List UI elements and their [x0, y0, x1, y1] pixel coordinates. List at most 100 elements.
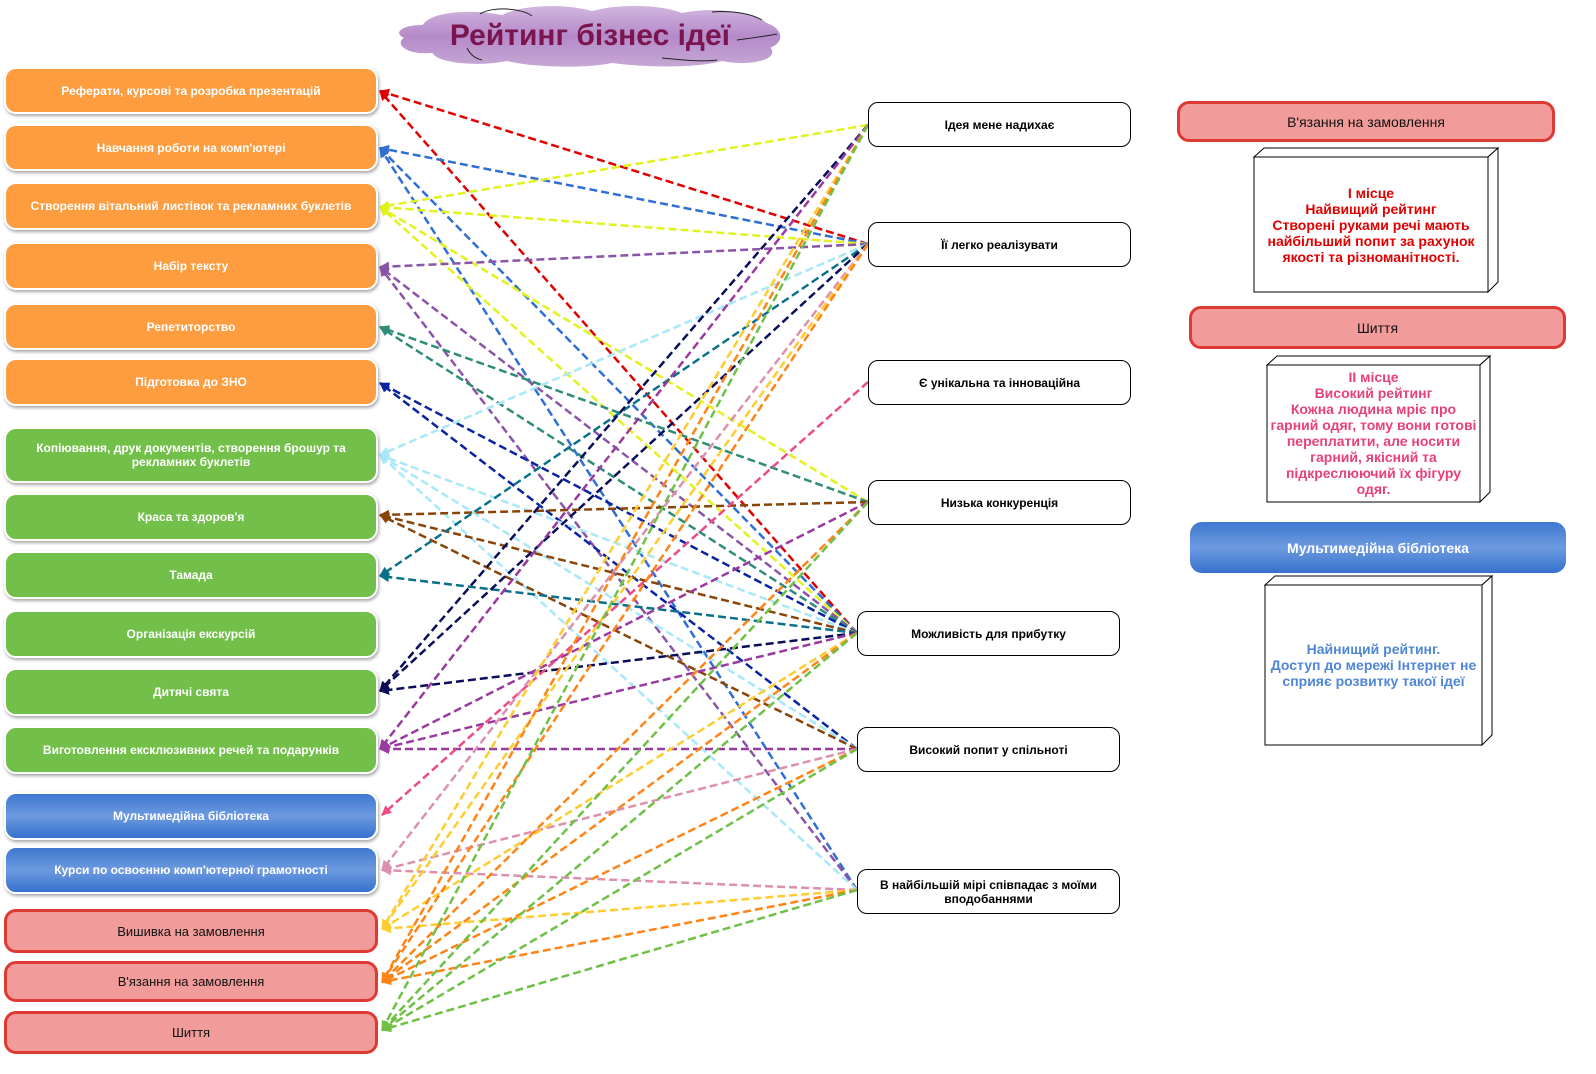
- connection-arrow: [379, 512, 858, 635]
- connection-arrow: [380, 124, 870, 983]
- criterion-profit[interactable]: Можливість для прибутку: [857, 611, 1120, 656]
- criterion-matches-preferences[interactable]: В найбільшій мірі співпадає з моїми впод…: [857, 869, 1120, 914]
- idea-label: Вишивка на замовлення: [117, 923, 265, 939]
- ranking-line: переплатити, але носити: [1286, 432, 1461, 449]
- idea-box-tamada[interactable]: Тамада: [4, 551, 378, 599]
- connection-arrow: [379, 382, 858, 750]
- connection-arrow: [379, 381, 858, 635]
- idea-box-typing[interactable]: Набір тексту: [4, 242, 378, 290]
- criterion-label: В найбільшій мірі співпадає з моїми впод…: [879, 877, 1098, 906]
- ranking-card-lowest: Найнищий рейтинг.Доступ до мережі Інтерн…: [1264, 575, 1493, 746]
- cube-frame-icon: [1264, 575, 1493, 746]
- connection-arrow: [380, 243, 870, 983]
- connection-arrow: [379, 454, 858, 891]
- connection-arrow: [381, 631, 858, 931]
- idea-label: Організація екскурсій: [126, 627, 256, 641]
- connection-arrow: [381, 243, 869, 871]
- page-title: Рейтинг бізнес ідеї: [449, 19, 731, 52]
- connection-arrow: [381, 381, 869, 816]
- connection-arrow: [379, 202, 869, 246]
- connection-arrow: [381, 631, 858, 984]
- ranking-line: гарний, якісний та: [1310, 448, 1437, 465]
- idea-box-computer-courses[interactable]: Курси по освоєнню комп'ютерної грамотнос…: [4, 846, 378, 894]
- connection-arrow: [379, 242, 869, 457]
- idea-box-exam-prep[interactable]: Підготовка до ЗНО: [4, 358, 378, 406]
- ranking-line: Створені руками речі мають: [1272, 216, 1470, 233]
- criterion-high-demand[interactable]: Високий попит у спільноті: [857, 727, 1120, 772]
- connection-arrow: [379, 631, 858, 752]
- connection-arrow: [379, 453, 858, 635]
- criterion-low-competition[interactable]: Низька конкуренція: [868, 480, 1131, 525]
- ranking-line: Найвищий рейтинг: [1305, 200, 1437, 217]
- idea-box-computer-training[interactable]: Навчання роботи на комп'ютері: [4, 124, 378, 171]
- idea-box-embroidery[interactable]: Вишивка на замовлення: [4, 909, 378, 953]
- ranking-line: якості та різноманітності.: [1282, 248, 1460, 265]
- idea-box-sewing[interactable]: Шиття: [4, 1011, 378, 1054]
- cube-frame-icon: [1253, 147, 1499, 293]
- idea-box-copying[interactable]: Копіювання, друк документів, створення б…: [4, 427, 378, 483]
- connection-arrow: [379, 500, 869, 520]
- idea-box-essays[interactable]: Реферати, курсові та розробка презентаці…: [4, 67, 378, 114]
- idea-label: Реферати, курсові та розробка презентаці…: [61, 83, 321, 98]
- ranking-line: підкреслюючий їх фігуру: [1285, 464, 1461, 481]
- connection-arrow: [381, 501, 869, 1031]
- connection-arrow: [380, 124, 870, 1031]
- idea-label: Мультимедійна бібліотека: [113, 809, 269, 823]
- idea-box-multimedia-library[interactable]: Мультимедійна бібліотека: [4, 792, 378, 840]
- criterion-label: Ідея мене надихає: [944, 117, 1055, 132]
- connection-arrow: [379, 88, 869, 246]
- idea-box-kids-parties[interactable]: Дитячі свята: [4, 668, 378, 716]
- connection-arrow: [381, 888, 858, 986]
- ranking-line: I місце: [1347, 184, 1395, 201]
- idea-box-greeting-cards[interactable]: Створення вітальний листівок та рекламни…: [4, 182, 378, 230]
- connection-arrow: [379, 124, 869, 692]
- ranking-header-first: В'язання на замовлення: [1177, 101, 1555, 142]
- connection-arrow: [379, 123, 869, 211]
- connection-arrow: [379, 453, 858, 751]
- idea-label: Набір тексту: [153, 259, 229, 273]
- connection-arrow: [379, 325, 869, 504]
- criterion-label: Високий попит у спільноті: [909, 742, 1068, 757]
- connection-arrow: [380, 124, 870, 930]
- idea-label: Підготовка до ЗНО: [135, 375, 247, 389]
- idea-box-knitting[interactable]: В'язання на замовлення: [4, 961, 378, 1002]
- ranking-line: одяг.: [1356, 480, 1391, 497]
- connection-arrow: [379, 266, 858, 634]
- connection-arrow: [379, 144, 869, 246]
- ranking-line: II місце: [1348, 368, 1399, 385]
- criterion-label: Можливість для прибутку: [911, 626, 1066, 641]
- idea-label: Копіювання, друк документів, створення б…: [36, 441, 346, 469]
- idea-label: Курси по освоєнню комп'ютерної грамотнос…: [54, 863, 328, 877]
- connection-arrow: [379, 631, 858, 695]
- connection-arrow: [379, 124, 869, 750]
- connection-arrow: [381, 888, 858, 1033]
- cloud-shape-icon: [397, 3, 783, 69]
- idea-box-exclusive-gifts[interactable]: Виготовлення ексклюзивних речей та подар…: [4, 726, 378, 774]
- idea-box-excursions[interactable]: Організація екскурсій: [4, 610, 378, 658]
- connection-arrow: [379, 572, 858, 635]
- idea-box-beauty[interactable]: Краса та здоров'я: [4, 493, 378, 541]
- ranking-header-label: В'язання на замовлення: [1287, 113, 1445, 130]
- connection-arrow: [381, 501, 869, 983]
- criterion-inspires[interactable]: Ідея мене надихає: [868, 102, 1131, 147]
- connection-arrow: [378, 147, 859, 891]
- criterion-unique[interactable]: Є унікальна та інноваційна: [868, 360, 1131, 405]
- criterion-easy-to-implement[interactable]: Її легко реалізувати: [868, 222, 1131, 267]
- title-cloud: Рейтинг бізнес ідеї: [392, 2, 788, 70]
- idea-label: Шиття: [171, 1025, 211, 1040]
- idea-box-tutoring[interactable]: Репетиторство: [4, 303, 378, 350]
- ranking-header-label: Шиття: [1356, 319, 1399, 336]
- criterion-label: Низька конкуренція: [940, 495, 1059, 510]
- connection-arrow: [381, 747, 858, 1032]
- ranking-line: Високий рейтинг: [1314, 384, 1433, 401]
- ranking-line: Доступ до мережі Інтернет не: [1270, 657, 1477, 673]
- connection-arrow: [379, 243, 869, 692]
- ranking-lines: Найнищий рейтинг.Доступ до мережі Інтерн…: [1271, 641, 1477, 689]
- idea-label: Дитячі свята: [153, 685, 229, 699]
- connection-arrow: [379, 206, 858, 634]
- connection-arrow: [379, 90, 858, 634]
